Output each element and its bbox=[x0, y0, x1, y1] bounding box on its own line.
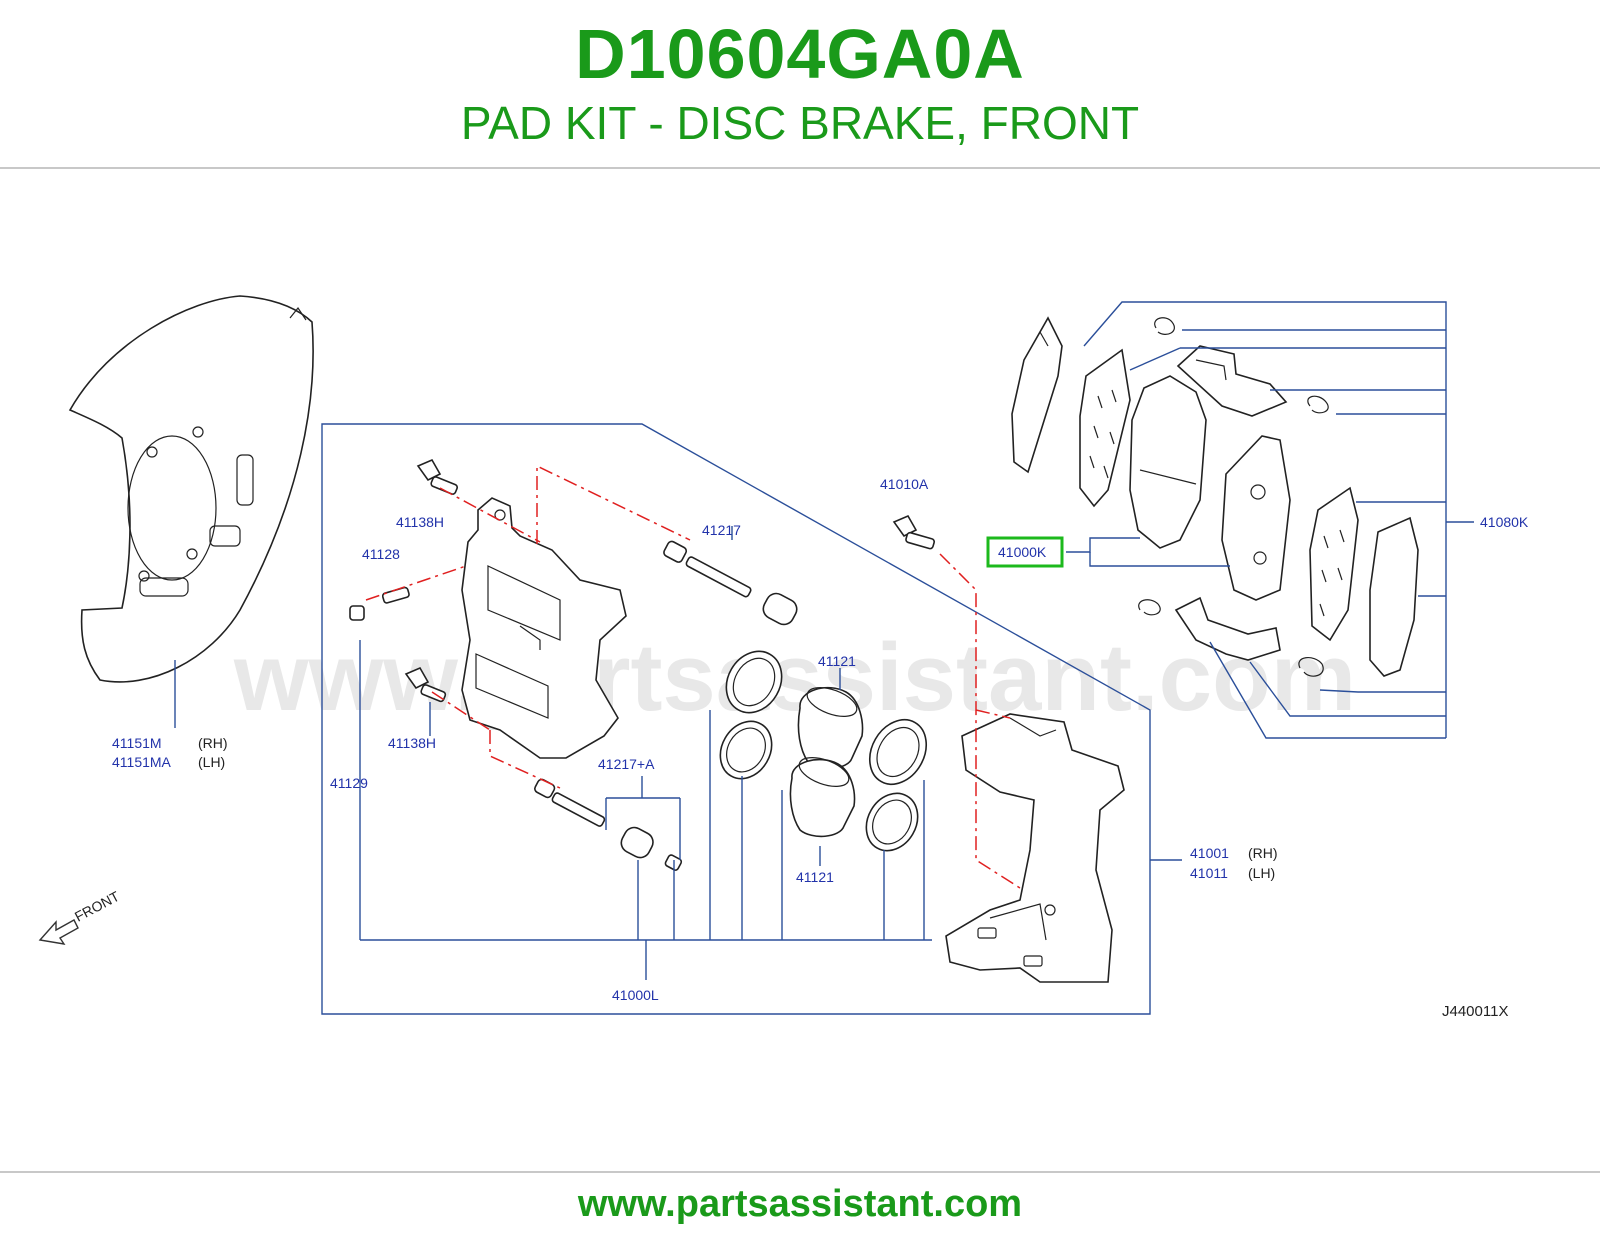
footer-divider bbox=[0, 1171, 1600, 1173]
piston-seal-lower-left[interactable] bbox=[710, 712, 782, 788]
pad-shim-outer-2[interactable] bbox=[1079, 348, 1131, 508]
callout-41151m[interactable]: 41151M bbox=[112, 735, 162, 751]
callout-41138h-top[interactable]: 41138H bbox=[396, 514, 444, 530]
caliper-housing[interactable] bbox=[461, 497, 627, 759]
callout-41000k[interactable]: 41000K bbox=[998, 544, 1047, 560]
callout-41121-bottom[interactable]: 41121 bbox=[796, 869, 834, 885]
callout-41151ma[interactable]: 41151MA bbox=[112, 754, 172, 770]
parts-diagram: www.partsassistant.com 41151M (RH) 41151… bbox=[38, 295, 1529, 1020]
slide-pin-41217[interactable] bbox=[662, 540, 800, 628]
callout-41001[interactable]: 41001 bbox=[1190, 845, 1229, 861]
front-label: FRONT bbox=[72, 888, 122, 925]
callout-41001-side: (RH) bbox=[1248, 845, 1278, 861]
anti-rattle-spring-upper[interactable] bbox=[1154, 317, 1329, 414]
callout-41151m-side: (RH) bbox=[198, 735, 228, 751]
part-number-title: D10604GA0A bbox=[575, 15, 1025, 93]
callout-41217[interactable]: 41217 bbox=[702, 522, 741, 538]
callout-41217a[interactable]: 41217+A bbox=[598, 756, 655, 772]
callout-41000l[interactable]: 41000L bbox=[612, 987, 659, 1003]
pad-clip-lower[interactable] bbox=[1138, 596, 1324, 677]
header-divider bbox=[0, 167, 1600, 169]
callout-41138h-bottom[interactable]: 41138H bbox=[388, 735, 436, 751]
piston-seal-upper-left[interactable] bbox=[715, 641, 792, 722]
callout-41129[interactable]: 41129 bbox=[330, 775, 368, 791]
callout-41128[interactable]: 41128 bbox=[362, 546, 400, 562]
dust-shield[interactable] bbox=[68, 295, 314, 683]
footer-website-link[interactable]: www.partsassistant.com bbox=[577, 1183, 1023, 1225]
diagram-code: J440011X bbox=[1442, 1003, 1508, 1020]
pad-shim-outer-1[interactable] bbox=[1011, 316, 1063, 474]
pad-shim-inner-2[interactable] bbox=[1369, 516, 1419, 677]
callout-41121-top[interactable]: 41121 bbox=[818, 653, 856, 669]
piston-lower[interactable] bbox=[789, 752, 856, 838]
bleeder-41128[interactable] bbox=[349, 586, 410, 621]
piston-seal-lower-right[interactable] bbox=[856, 784, 928, 860]
header: D10604GA0A PAD KIT - DISC BRAKE, FRONT bbox=[0, 0, 1600, 168]
callout-41000k-highlight[interactable] bbox=[986, 536, 1064, 568]
torque-member[interactable] bbox=[945, 713, 1125, 983]
callout-41011-side: (LH) bbox=[1248, 865, 1275, 881]
slide-pin-41217a[interactable] bbox=[533, 778, 683, 871]
watermark: www.partsassistant.com bbox=[233, 624, 1356, 731]
front-arrow-icon bbox=[38, 919, 79, 945]
brake-pad-outer[interactable] bbox=[1129, 375, 1207, 549]
bolt-41010a[interactable] bbox=[892, 514, 936, 550]
callout-41080k[interactable]: 41080K bbox=[1480, 514, 1529, 530]
pad-shim-inner-1[interactable] bbox=[1309, 486, 1359, 642]
callout-41011[interactable]: 41011 bbox=[1190, 865, 1228, 881]
callout-41010a[interactable]: 41010A bbox=[880, 476, 929, 492]
part-name-subtitle: PAD KIT - DISC BRAKE, FRONT bbox=[460, 97, 1140, 149]
brake-pad-inner[interactable] bbox=[1221, 435, 1291, 601]
bolt-41138h-top[interactable] bbox=[416, 458, 459, 495]
piston-upper[interactable] bbox=[797, 682, 864, 770]
callout-41151ma-side: (LH) bbox=[198, 754, 225, 770]
piston-seal-upper-right[interactable] bbox=[858, 710, 937, 795]
